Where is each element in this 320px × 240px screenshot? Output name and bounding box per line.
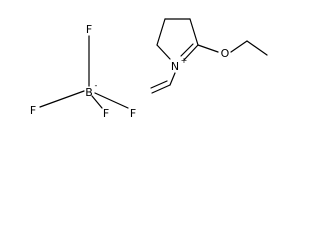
bond-vinyl-double-inner [150, 80, 168, 89]
oxygen-label: O [221, 47, 230, 60]
nitrogen-charge: + [181, 56, 188, 65]
bond-ring-left [156, 18, 166, 46]
fluorine-bottom-label: F [103, 107, 109, 120]
bond-ring-c2-n [183, 44, 199, 61]
bond-ch2-ch3 [246, 40, 268, 56]
boron-label: B [85, 86, 93, 99]
nitrogen-label: N [171, 60, 179, 73]
bond-c2-o [197, 44, 219, 53]
tetrafluoroborate-anion: F F F F B - [30, 23, 136, 120]
bond-b-f-left [39, 90, 85, 108]
bond-ring-right [189, 18, 199, 46]
bond-ring-c2-n-double [180, 43, 194, 57]
bond-b-f-right [94, 92, 129, 109]
bond-n-vinyl [169, 72, 176, 86]
fluorine-top-label: F [86, 23, 92, 36]
pyrrolinium-cation: N + O [150, 18, 268, 94]
fluorine-right-label: F [130, 107, 136, 120]
structure-canvas: F F F F B - N + O [30, 18, 268, 120]
boron-charge: - [95, 81, 98, 90]
fluorine-left-label: F [30, 104, 36, 117]
bond-ring-c5-n [156, 44, 171, 60]
bond-b-f-bottom [91, 95, 103, 109]
bond-vinyl-double [151, 84, 171, 94]
bond-o-ch2 [230, 40, 248, 53]
